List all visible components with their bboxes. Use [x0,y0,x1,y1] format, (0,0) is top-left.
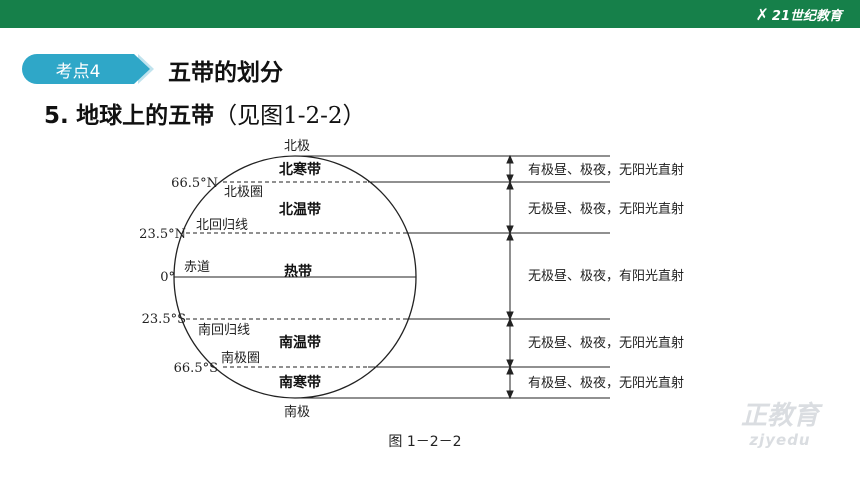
brand-logo: ✗ 21世纪教育 [756,4,843,24]
logo-text: 21世纪教育 [771,8,842,24]
latitude-23-5n: 23.5°N [139,227,186,242]
label-tropic-cancer: 北回归线 [196,218,248,233]
zone-south-temperate: 南温带 [279,334,321,351]
latitude-66-5n: 66.5°N [171,176,218,191]
zone-north-temperate: 北温带 [279,202,321,218]
zone-north-frigid: 北寒带 [279,161,321,178]
heading-number: 5. [44,103,69,129]
note-south-temperate: 无极昼、极夜，无阳光直射 [528,335,684,351]
label-equator: 赤道 [184,260,210,275]
south-pole-label: 南极 [284,404,310,420]
heading-ref: （见图1-2-2） [214,103,366,129]
north-pole-label: 北极 [284,139,310,154]
section-tag: 考点4 [22,54,134,84]
note-south-frigid: 有极昼、极夜，无阳光直射 [528,375,684,391]
runner-icon: ✗ [755,4,769,24]
figure-caption: 图 1－2－2 [388,434,461,450]
watermark-line2: zjyedu [749,431,811,449]
section-title: 五带的划分 [168,60,283,86]
note-tropical: 无极昼、极夜，有阳光直射 [528,268,684,284]
zone-south-frigid: 南寒带 [279,374,321,391]
content-heading: 5. 地球上的五带（见图1-2-2） [44,96,366,130]
label-arctic-circle: 北极圈 [224,185,263,200]
latitude-zero: 0° [160,270,175,285]
label-antarctic-circle: 南极圈 [221,350,260,366]
latitude-23-5s: 23.5°S [142,312,186,327]
label-tropic-capricorn: 南回归线 [198,322,250,338]
zone-arrows [506,154,514,400]
heading-text: 地球上的五带 [76,103,215,129]
top-bar: ✗ 21世纪教育 [0,0,860,28]
watermark: 正教育 zjyedu [732,401,828,454]
latitude-66-5s: 66.5°S [174,361,218,376]
zone-tropical: 热带 [284,263,312,280]
tag-arrow [134,54,150,84]
note-north-frigid: 有极昼、极夜，无阳光直射 [528,162,684,178]
watermark-line1: 正教育 [740,401,819,431]
note-north-temperate: 无极昼、极夜，无阳光直射 [528,201,684,217]
